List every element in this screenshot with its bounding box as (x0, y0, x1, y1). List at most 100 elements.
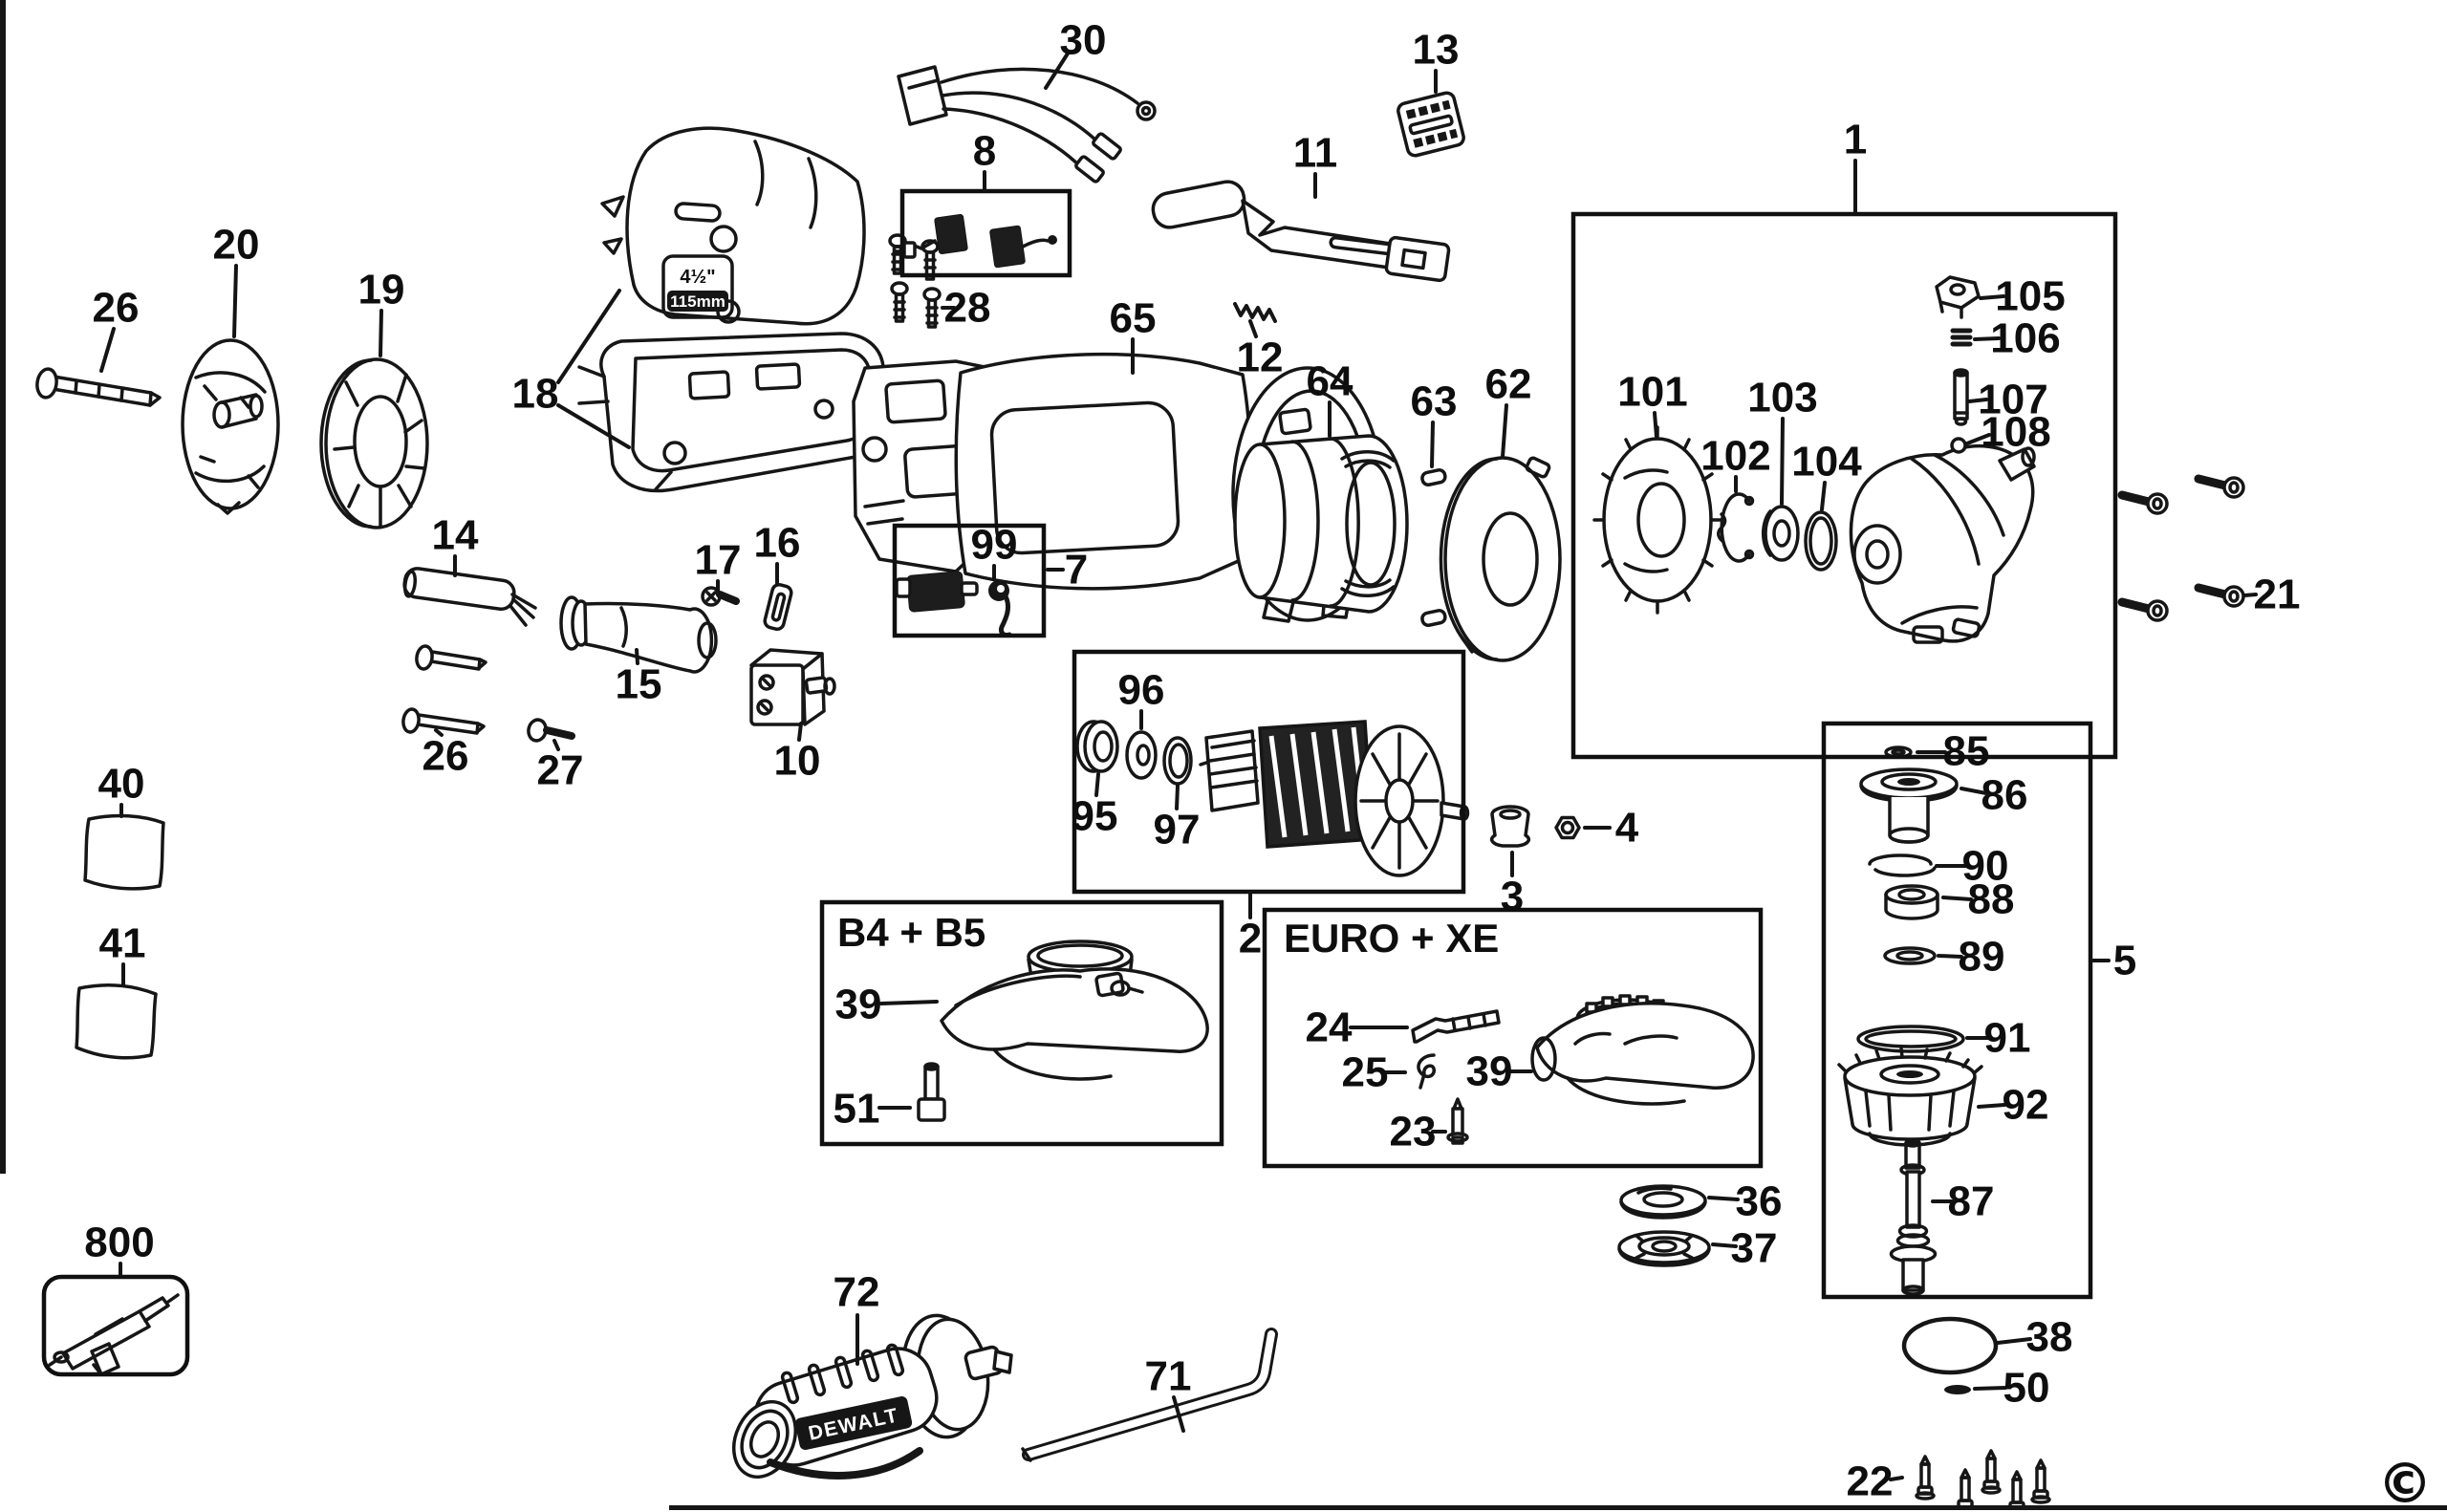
part-91-o-ring-drawing (1856, 1025, 1965, 1053)
part-label-87: 87 (1948, 1178, 1995, 1225)
part-label-40: 40 (98, 761, 145, 808)
part-label-7: 7 (1065, 547, 1088, 594)
part-label-99: 99 (971, 522, 1018, 569)
part-label-26: 26 (422, 733, 469, 780)
part-39-b4-guard-drawing (940, 940, 1209, 1081)
part-2-armature-drawing (1199, 720, 1470, 877)
part-8-brush-set-drawing (902, 213, 1057, 269)
copyright-mark: © (2377, 1451, 2433, 1512)
part-26-screws-lower-drawing (401, 644, 487, 735)
leader-line-12 (1248, 319, 1258, 338)
part-label-105: 105 (1995, 273, 2065, 320)
part-label-39: 39 (835, 982, 882, 1028)
housing-size-inch-text: 4½" (680, 267, 715, 288)
leader-line-105 (1979, 294, 2005, 300)
group-box-b4b5 (819, 899, 1224, 1147)
group-box-7 (892, 523, 1047, 638)
part-label-101: 101 (1617, 369, 1687, 416)
part-63-pins-drawing (1420, 468, 1447, 627)
part-16-link-drawing (763, 582, 793, 632)
part-102-retaining-ring-drawing (1717, 492, 1755, 563)
part-label-17: 17 (695, 537, 742, 584)
leader-line-36 (1707, 1196, 1740, 1201)
part-30-wire-set-drawing (897, 65, 1157, 184)
part-label-12: 12 (1237, 335, 1284, 381)
part-label-10: 10 (774, 738, 821, 785)
part-72-side-handle-drawing: DEWALT (732, 1313, 1013, 1480)
leader-line-30 (1044, 52, 1070, 90)
part-label-27: 27 (537, 747, 584, 794)
leader-line-71 (1172, 1395, 1185, 1433)
part-label-20: 20 (213, 222, 260, 269)
part-label-103: 103 (1747, 375, 1817, 421)
part-label-106: 106 (1990, 315, 2060, 362)
part-14-cord-drawing (402, 567, 537, 627)
part-13-slider-button-drawing (1397, 91, 1465, 158)
leader-line-106 (1973, 336, 2001, 341)
leader-line-27 (552, 739, 560, 751)
part-label-8: 8 (973, 128, 996, 175)
housing-size-mm-text: 115mm (670, 292, 725, 311)
part-86-collar-drawing (1859, 767, 1959, 844)
leader-line-104 (1820, 481, 1827, 511)
part-label-85: 85 (1943, 728, 1990, 775)
part-104-o-ring-drawing (1804, 510, 1838, 572)
part-105-lock-button-drawing (1935, 275, 1981, 319)
part-label-5: 5 (2113, 938, 2136, 984)
part-3-bushing-drawing (1489, 805, 1531, 848)
group-box-1 (1570, 211, 2118, 760)
part-label-89: 89 (1959, 934, 2005, 981)
part-label-92: 92 (2003, 1082, 2049, 1129)
part-23-pin-drawing (1446, 1097, 1469, 1145)
part-90-wave-ring-drawing (1868, 853, 1937, 877)
part-label-3: 3 (1501, 874, 1524, 920)
part-108-ball-drawing (1950, 437, 1967, 454)
part-label-63: 63 (1411, 378, 1458, 425)
part-12-spring-drawing (1233, 302, 1277, 323)
part-label-104: 104 (1791, 439, 1862, 486)
part-label-96: 96 (1118, 667, 1165, 714)
part-10-switch-drawing (749, 648, 836, 726)
part-label-16: 16 (754, 520, 801, 567)
part-22-screws-drawing (1915, 1449, 2051, 1510)
part-label-64: 64 (1307, 358, 1353, 405)
part-label-24: 24 (1306, 1004, 1353, 1051)
leader-line-39 (879, 1000, 939, 1005)
part-11-lock-lever-drawing (1151, 180, 1451, 283)
part-label-62: 62 (1485, 361, 1532, 408)
part-label-22: 22 (1847, 1458, 1894, 1505)
part-103-bearing-drawing (1761, 505, 1800, 562)
part-label-51: 51 (834, 1086, 880, 1133)
part-97-washer-drawing (1162, 736, 1193, 786)
part-label-86: 86 (1981, 772, 2028, 819)
leader-line-10 (797, 722, 803, 742)
part-label-41: 41 (99, 920, 146, 967)
part-20-fan-drawing (181, 338, 280, 515)
part-37-flange-drawing (1617, 1230, 1711, 1267)
part-label-21: 21 (2254, 572, 2301, 618)
group-box-800 (41, 1274, 190, 1377)
leader-line-21 (2242, 593, 2258, 597)
part-label-107: 107 (1978, 377, 2047, 423)
leader-line-88 (1941, 896, 1973, 901)
part-101-gear-fan-drawing (1592, 425, 1722, 615)
part-label-88: 88 (1968, 876, 2015, 923)
part-41-label-drawing (75, 983, 158, 1060)
leader-line-18 (556, 289, 621, 384)
part-15-cord-guard-drawing (559, 595, 718, 674)
part-64-field-drawing (1233, 434, 1409, 614)
part-27-screw-drawing (527, 718, 575, 743)
part-label-28: 28 (944, 285, 991, 332)
part-label-18: 18 (512, 371, 559, 418)
part-38-o-ring-drawing (1901, 1316, 1999, 1375)
part-19-bearing-ring-drawing (319, 357, 429, 529)
leader-line-89 (1937, 954, 1963, 959)
part-88-bearing-drawing (1884, 884, 1939, 920)
scan-border-left (0, 0, 6, 1174)
part-label-38: 38 (2026, 1314, 2073, 1361)
scan-border-bottom (669, 1505, 2447, 1510)
leader-line-26 (434, 728, 444, 737)
part-label-4: 4 (1615, 805, 1639, 852)
leader-line-97 (1175, 784, 1180, 810)
leader-line-50 (1973, 1386, 2007, 1391)
